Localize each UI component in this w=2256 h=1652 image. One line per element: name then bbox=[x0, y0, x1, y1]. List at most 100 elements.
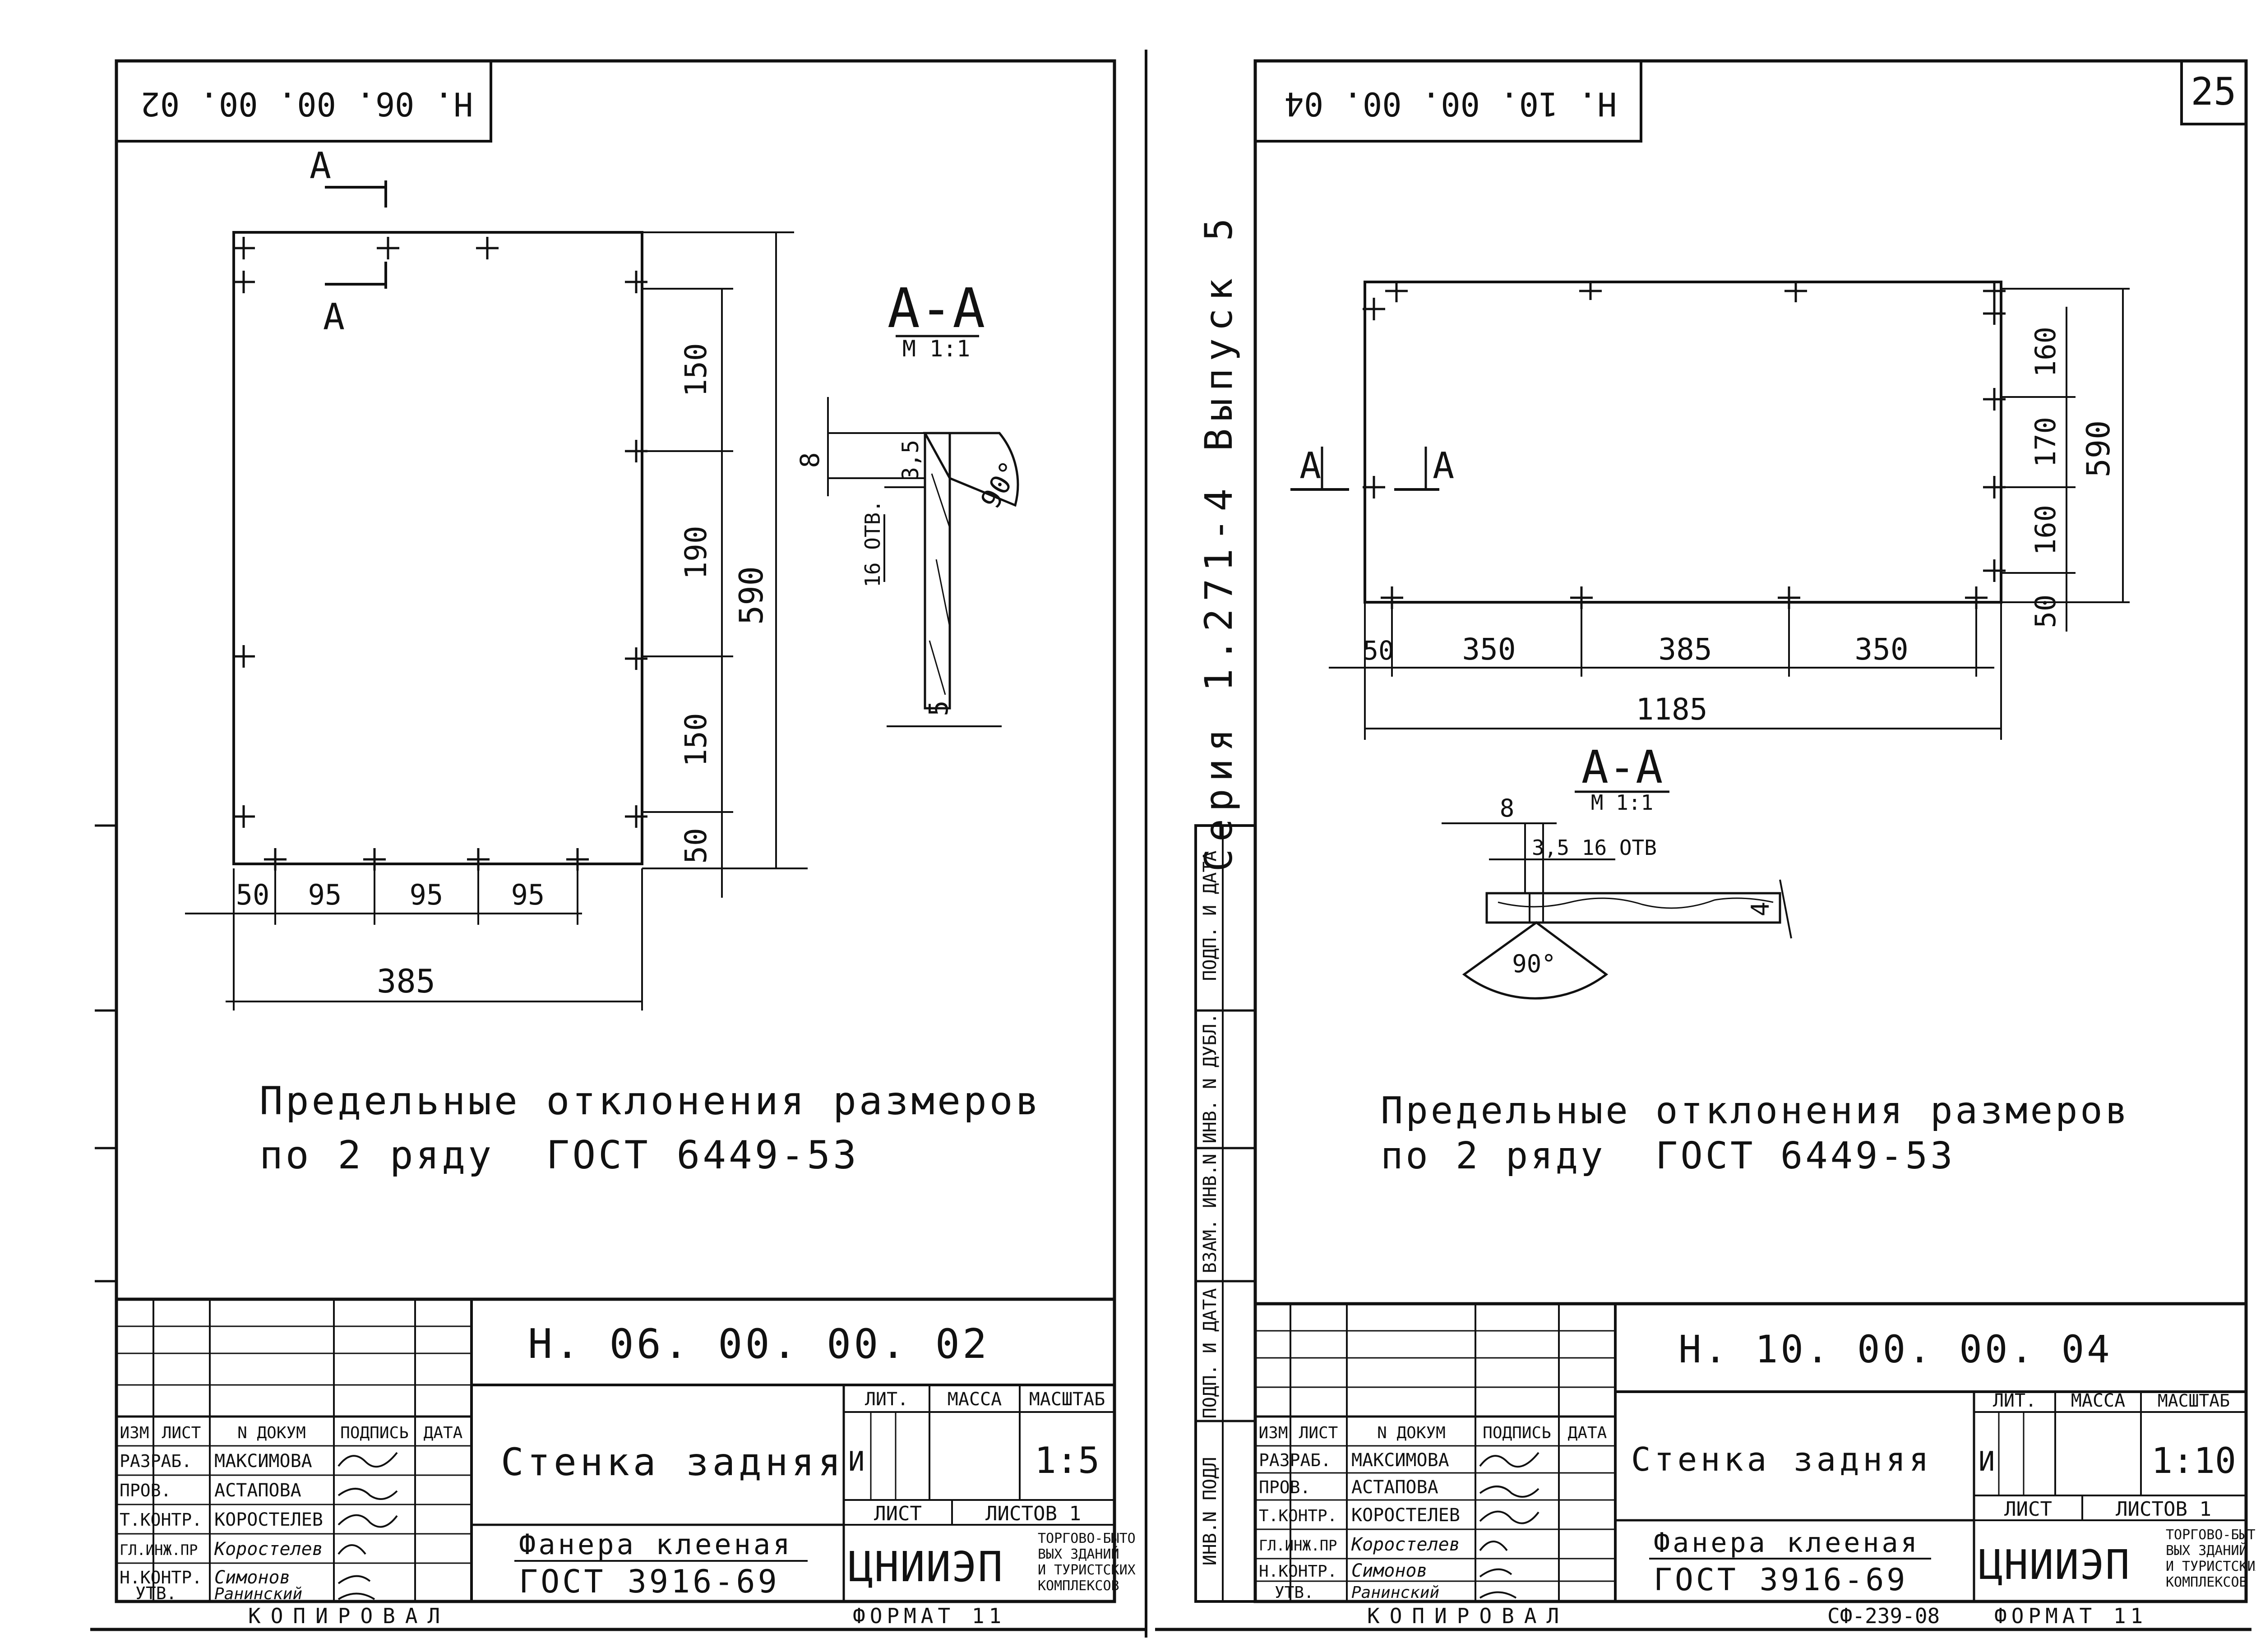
stamp-role: ПРОВ. bbox=[1259, 1477, 1310, 1497]
stamp-name: АСТАПОВА bbox=[214, 1480, 301, 1501]
stamp-material-2: ГОСТ 3916-69 bbox=[519, 1563, 780, 1600]
stamp-material-1: Фанера клееная bbox=[519, 1528, 793, 1561]
series-stamp: Серия 1.271-4 Выпуск 5 bbox=[1197, 211, 1241, 872]
stamp-scale: 1:10 bbox=[2151, 1441, 2236, 1481]
stamp-sheet: ЛИСТ bbox=[874, 1502, 922, 1525]
hole-marks bbox=[232, 237, 647, 871]
dim-v-4: 50 bbox=[2029, 595, 2062, 628]
stamp-col-sign: ПОДПИСЬ bbox=[340, 1424, 409, 1442]
section-mark-bottom: А bbox=[323, 296, 345, 338]
dim-h-2: 350 bbox=[1462, 632, 1516, 667]
dim-h-3: 385 bbox=[1658, 632, 1712, 667]
left-sheet: Н. 06. 00. 00. 02 А А 150 190 15 bbox=[90, 59, 1146, 1631]
note-line-2: по 2 ряду ГОСТ 6449-53 bbox=[259, 1133, 859, 1178]
section-title: А-А bbox=[888, 277, 985, 340]
hole bbox=[1529, 893, 1544, 923]
signatures bbox=[1479, 1452, 1539, 1599]
section-dim-35: 3,5 bbox=[897, 440, 924, 480]
section-mark-right: А bbox=[1433, 445, 1454, 487]
stamp-sheets: ЛИСТОВ 1 bbox=[2116, 1498, 2211, 1521]
dim-h-4: 350 bbox=[1854, 632, 1908, 667]
side-strip-label: ИНВ.N ПОДЛ bbox=[1200, 1457, 1220, 1566]
side-strip-label: ПОДП. И ДАТА bbox=[1200, 1288, 1220, 1419]
stamp-role: Т.КОНТР. bbox=[120, 1510, 202, 1530]
stamp-mass-header: МАССА bbox=[2071, 1390, 2125, 1411]
doc-number: СФ-239-08 bbox=[1827, 1604, 1940, 1628]
stamp-col-doc: N ДОКУМ bbox=[237, 1424, 306, 1442]
note-line-1: Предельные отклонения размеров bbox=[1381, 1089, 2130, 1132]
countersink-arc bbox=[923, 432, 1019, 507]
stamp-col-sign: ПОДПИСЬ bbox=[1483, 1424, 1551, 1442]
stamp-name: МАКСИМОВА bbox=[214, 1451, 312, 1472]
stamp-name: МАКСИМОВА bbox=[1351, 1450, 1449, 1471]
copied-by: КОПИРОВАЛ bbox=[248, 1604, 450, 1628]
section-dim-4: 4 bbox=[1746, 902, 1775, 917]
title-block bbox=[1253, 1302, 2248, 1603]
part-outline bbox=[232, 231, 643, 865]
signatures bbox=[337, 1452, 398, 1600]
note-line-2: по 2 ряду ГОСТ 6449-53 bbox=[1381, 1135, 1955, 1177]
stamp-org-desc: И ТУРИСТСКИХ bbox=[2166, 1559, 2256, 1574]
section-profile bbox=[1485, 892, 1781, 924]
stamp-col-date: ДАТА bbox=[424, 1424, 463, 1442]
section-dim-holes: 3,5 16 ОТВ bbox=[1532, 835, 1657, 860]
dim-v-total: 590 bbox=[2080, 420, 2117, 477]
section-scale: М 1:1 bbox=[1591, 790, 1653, 815]
stamp-org-desc: КОМПЛЕКСОВ bbox=[1038, 1578, 1119, 1594]
dim-v-3: 150 bbox=[679, 713, 713, 766]
dim-h-1: 50 bbox=[236, 878, 270, 911]
stamp-org: ЦНИИЭП bbox=[848, 1543, 1003, 1591]
section-dim-holes: 16 ОТВ. bbox=[860, 500, 885, 587]
section-mark-left: А bbox=[1299, 445, 1321, 487]
stamp-code: Н. 06. 00. 00. 02 bbox=[528, 1320, 989, 1368]
stamp-lit: И bbox=[848, 1446, 864, 1477]
dim-h-total: 385 bbox=[377, 962, 435, 1000]
stamp-role: Т.КОНТР. bbox=[1259, 1507, 1337, 1525]
code-box bbox=[115, 60, 492, 143]
stamp-org-desc: КОМПЛЕКСОВ bbox=[2166, 1574, 2247, 1590]
stamp-col-list: ЛИСТ bbox=[1299, 1424, 1338, 1442]
stamp-org-desc: ТОРГОВО-БЫТО bbox=[2166, 1527, 2256, 1543]
dim-h-total: 1185 bbox=[1636, 692, 1708, 727]
dim-v-2: 170 bbox=[2029, 417, 2062, 467]
stamp-name: Симонов bbox=[214, 1567, 291, 1588]
side-strip-label: ИНВ. N ДУБЛ. bbox=[1200, 1013, 1220, 1144]
stamp-title: Стенка задняя bbox=[501, 1440, 844, 1484]
section-dim-5: 5 bbox=[923, 701, 954, 716]
stamp-role: УТВ. bbox=[135, 1583, 177, 1603]
page-number: 25 bbox=[2191, 69, 2236, 114]
format: ФОРМАТ 11 bbox=[853, 1604, 1006, 1628]
hatching bbox=[929, 473, 951, 695]
part-outline bbox=[1364, 281, 2002, 604]
stamp-sheets: ЛИСТОВ 1 bbox=[985, 1502, 1081, 1525]
stamp-role: ПРОВ. bbox=[120, 1481, 171, 1500]
side-strip-label: ВЗАМ. ИНВ.N bbox=[1200, 1154, 1220, 1274]
stamp-lit-header: ЛИТ. bbox=[865, 1389, 908, 1410]
dim-v-3: 160 bbox=[2029, 505, 2062, 555]
section-mark-top: А bbox=[310, 145, 331, 187]
dim-v-4: 50 bbox=[679, 828, 713, 863]
dim-h-3: 95 bbox=[410, 878, 444, 911]
stamp-code: Н. 10. 00. 00. 04 bbox=[1678, 1327, 2113, 1371]
stamp-role: ГЛ.ИНЖ.ПР bbox=[120, 1541, 198, 1559]
stamp-lit: И bbox=[1979, 1446, 1995, 1477]
section-dim-8: 8 bbox=[795, 452, 825, 468]
dim-v-1: 150 bbox=[679, 343, 713, 397]
section-dim-8: 8 bbox=[1500, 794, 1515, 822]
page-number-box bbox=[2180, 60, 2247, 125]
section-dim-angle: 90° bbox=[1512, 950, 1556, 978]
stamp-org-desc: ТОРГОВО-БЫТО bbox=[1038, 1531, 1136, 1546]
dim-h-1: 50 bbox=[1363, 635, 1394, 666]
stamp-name: КОРОСТЕЛЕВ bbox=[214, 1509, 323, 1530]
stamp-scale: 1:5 bbox=[1035, 1440, 1100, 1481]
stamp-role: РАЗРАБ. bbox=[1259, 1450, 1331, 1470]
stamp-col-izm: ИЗМ bbox=[120, 1424, 149, 1442]
stamp-name: Симонов bbox=[1351, 1560, 1428, 1581]
stamp-org-desc: ВЫХ ЗДАНИЙ bbox=[1038, 1546, 1119, 1562]
title-block bbox=[115, 1297, 1116, 1603]
code-box bbox=[1254, 60, 1642, 143]
side-strip bbox=[1194, 824, 1257, 1603]
dim-h-4: 95 bbox=[511, 878, 545, 911]
stamp-name: Ранинский bbox=[1351, 1583, 1439, 1602]
stamp-name: КОРОСТЕЛЕВ bbox=[1351, 1505, 1460, 1526]
